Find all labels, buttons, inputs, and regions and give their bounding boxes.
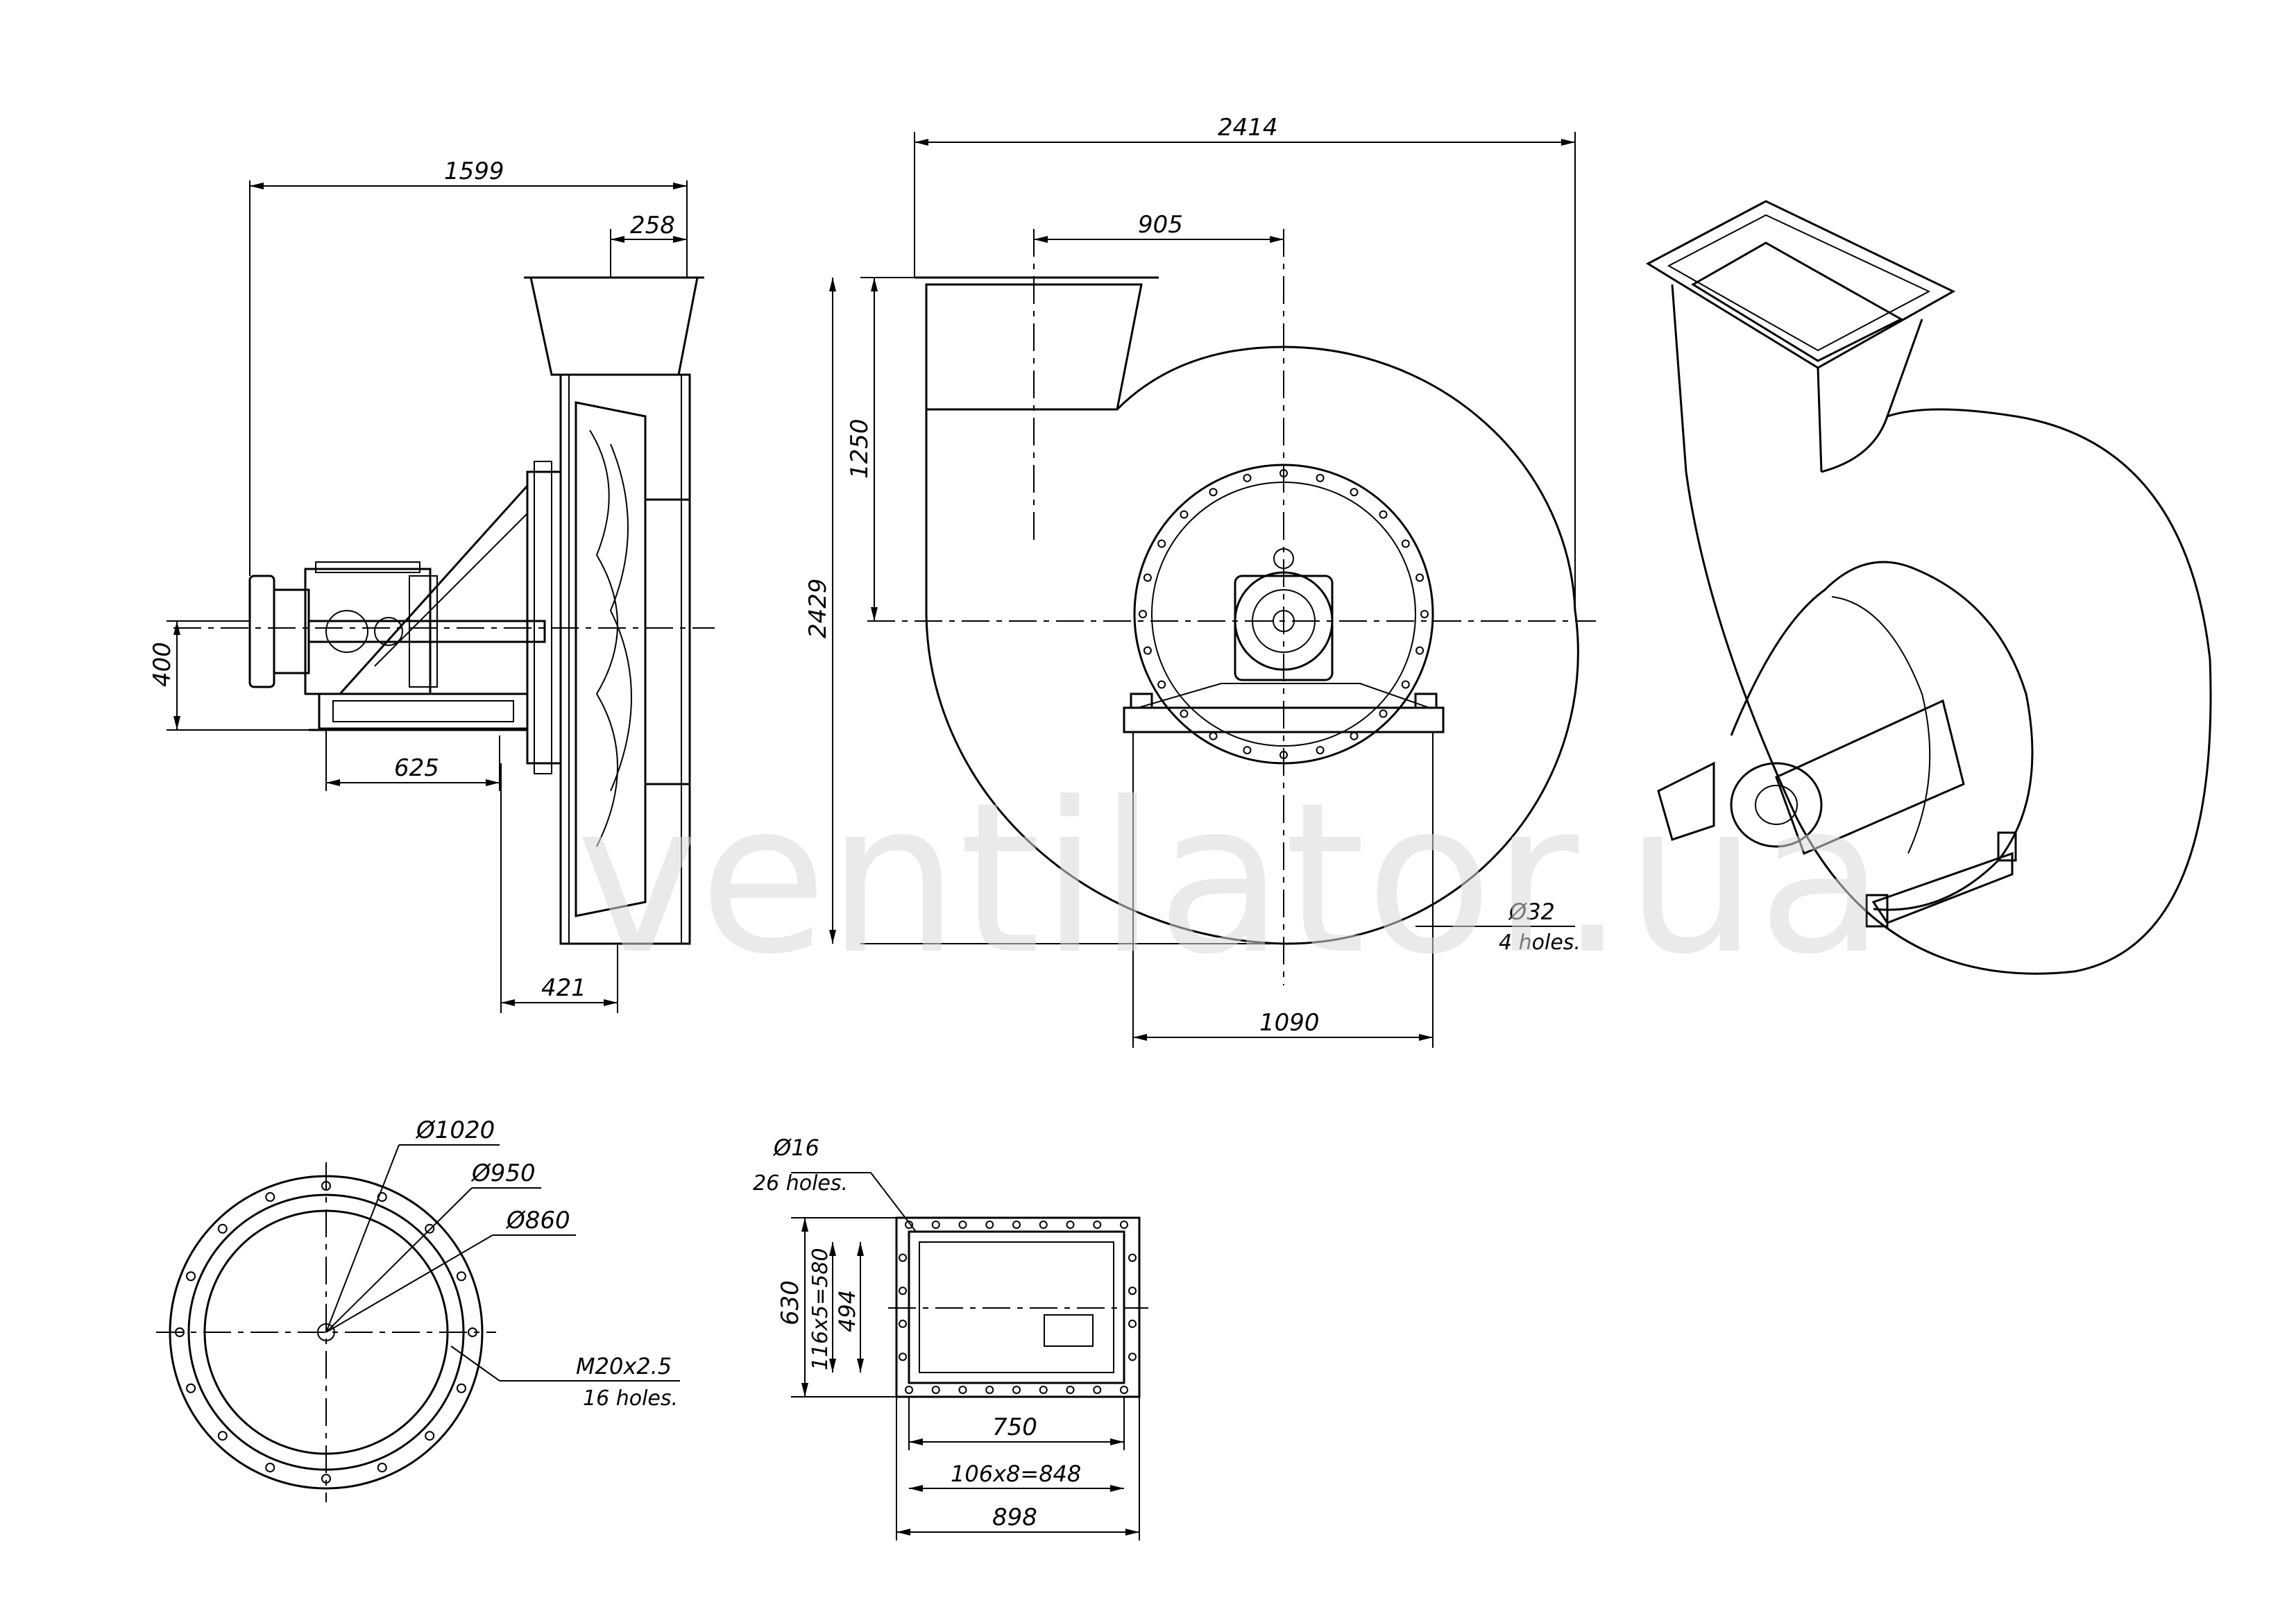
bolt-hole [1209, 488, 1218, 497]
bolt-hole [1143, 573, 1152, 582]
inlet-flange-view: Ø1020 Ø950 Ø860 M20x2.5 16 holes. [156, 1116, 680, 1502]
bolt-hole [1180, 510, 1189, 519]
bolt-hole [1243, 746, 1252, 755]
bolt-hole [1128, 1319, 1137, 1328]
dim-421: 421 [541, 974, 586, 1002]
bolt-hole [1243, 473, 1252, 482]
bolt-hole [425, 1223, 435, 1234]
bolt-hole [931, 1221, 940, 1229]
bolt-hole [905, 1386, 913, 1394]
dim-625: 625 [394, 754, 439, 782]
dim-2429: 2429 [804, 578, 832, 638]
front-flange-bolts [1139, 469, 1429, 759]
bolt-hole [899, 1352, 907, 1361]
bolt-hole [1401, 539, 1410, 548]
bolt-hole [265, 1462, 275, 1472]
bolt-hole [217, 1431, 228, 1441]
watermark: ventilator.ua [576, 758, 1885, 1000]
bolt-hole [958, 1386, 967, 1394]
inlet-flange-bolts [175, 1181, 477, 1484]
bolt-hole [1350, 731, 1359, 740]
dim-pitch-horizontal: 106x8=848 [951, 1461, 1081, 1487]
dim-1599: 1599 [444, 158, 504, 185]
bolt-hole [899, 1286, 907, 1295]
bolt-hole [1066, 1221, 1075, 1229]
isometric-view [1645, 200, 2212, 975]
bolt-hole [377, 1462, 387, 1472]
bolt-hole [958, 1221, 967, 1229]
dim-630: 630 [776, 1280, 804, 1325]
bolt-hole [1128, 1352, 1137, 1361]
bolt-hole [985, 1221, 994, 1229]
bolt-hole [425, 1431, 435, 1441]
bolt-hole [186, 1383, 196, 1393]
bolt-hole [1401, 680, 1410, 689]
bolt-hole [1415, 646, 1425, 655]
bolt-hole [1350, 488, 1359, 497]
dim-898: 898 [992, 1504, 1037, 1531]
bolt-hole [1128, 1253, 1137, 1262]
dim-pitch-vertical: 116x5=580 [808, 1248, 833, 1371]
bolt-hole [456, 1383, 466, 1393]
bolt-hole [1139, 610, 1147, 618]
dim-2414: 2414 [1218, 114, 1278, 142]
bolt-hole [265, 1192, 275, 1203]
bolt-hole [1120, 1221, 1128, 1229]
dim-494: 494 [834, 1290, 860, 1332]
bolt-hole [1209, 731, 1218, 740]
bolt-hole [1157, 539, 1166, 548]
bolt-hole [931, 1386, 940, 1394]
dim-258: 258 [630, 212, 675, 239]
bolt-hole [456, 1271, 466, 1282]
outlet-flange-view: Ø16 26 holes. 630 116x5=580 494 750 106x… [753, 1135, 1148, 1540]
outlet-flange-bolts [899, 1221, 1137, 1394]
bolt-hole [1379, 510, 1388, 519]
bolt-hole [1415, 573, 1425, 582]
dim-d860: Ø860 [505, 1207, 570, 1234]
side-view: 1599 258 400 625 421 [148, 158, 715, 1013]
bolt-hole [1039, 1221, 1048, 1229]
dim-750: 750 [992, 1413, 1037, 1441]
bolt-hole [905, 1221, 913, 1229]
bolt-hole [1180, 709, 1189, 718]
bolt-hole [899, 1253, 907, 1262]
thread-spec: M20x2.5 [576, 1353, 672, 1379]
bolt-hole [1316, 746, 1325, 755]
dim-1250: 1250 [846, 418, 874, 479]
bolt-hole [1039, 1386, 1048, 1394]
bolt-hole [1066, 1386, 1075, 1394]
bolt-hole [217, 1223, 228, 1234]
bolt-hole [1012, 1386, 1021, 1394]
flange-hole-count: 16 holes. [583, 1386, 678, 1411]
bolt-hole [1093, 1221, 1102, 1229]
dim-1090: 1090 [1259, 1009, 1320, 1037]
bolt-hole [899, 1319, 907, 1328]
dim-905: 905 [1138, 211, 1183, 239]
bolt-hole [1093, 1386, 1102, 1394]
bolt-hole [1379, 709, 1388, 718]
outlet-hole-count: 26 holes. [753, 1171, 848, 1196]
dim-d950: Ø950 [470, 1159, 536, 1187]
bolt-hole [186, 1271, 196, 1282]
dim-d1020: Ø1020 [415, 1116, 495, 1144]
bolt-hole [1012, 1221, 1021, 1229]
bolt-hole [1143, 646, 1152, 655]
outlet-hole-diameter: Ø16 [772, 1135, 819, 1161]
bolt-hole [1157, 680, 1166, 689]
front-view: 2414 905 1250 2429 1090 Ø32 4 holes. [804, 114, 1596, 1048]
bolt-hole [1128, 1286, 1137, 1295]
bolt-hole [1316, 473, 1325, 482]
front-hole-count: 4 holes. [1499, 931, 1581, 955]
bolt-hole [985, 1386, 994, 1394]
dim-400: 400 [148, 642, 176, 687]
front-hole-diameter: Ø32 [1508, 899, 1555, 925]
bolt-hole [1120, 1386, 1128, 1394]
bolt-hole [1420, 610, 1429, 618]
